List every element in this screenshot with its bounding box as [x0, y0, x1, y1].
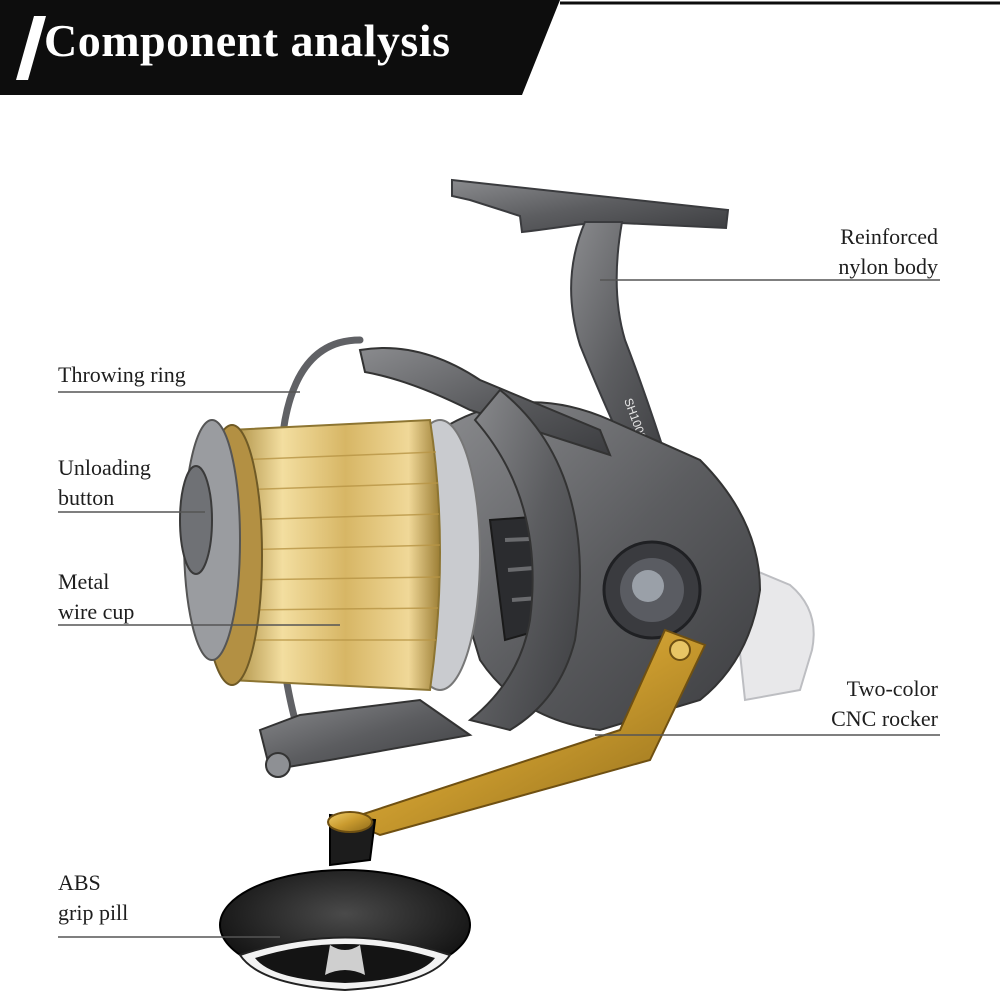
callout-line: ABS: [58, 870, 101, 895]
header-banner: Component analysis: [0, 0, 1000, 95]
page-title: Component analysis: [44, 15, 451, 66]
handle-arm: [342, 628, 707, 837]
callout-line: CNC rocker: [831, 706, 938, 731]
callout-cnc-rocker: Two-color CNC rocker: [831, 674, 938, 734]
rotor-arm: [467, 388, 581, 732]
callout-line: wire cup: [58, 599, 135, 624]
callout-line: nylon body: [838, 254, 938, 279]
callout-line: Two-color: [846, 676, 938, 701]
callout-line: Reinforced: [840, 224, 938, 249]
callout-line: Throwing ring: [58, 362, 186, 387]
callout-line: button: [58, 485, 115, 510]
banner-shape: [0, 0, 1000, 95]
callout-line: Metal: [58, 569, 110, 594]
callout-line: Unloading: [58, 455, 151, 480]
callout-reinforced-body: Reinforced nylon body: [838, 222, 938, 282]
grip-knob: [219, 869, 471, 992]
leader-lines: [58, 279, 940, 938]
callout-abs-grip: ABS grip pill: [58, 868, 128, 928]
gold-spool: [229, 418, 441, 692]
callout-throwing-ring: Throwing ring: [58, 360, 186, 390]
bail-arm-upper: [358, 347, 612, 457]
callout-line: grip pill: [58, 900, 129, 925]
unloading-button: [179, 465, 213, 575]
callout-metal-wire-cup: Metal wire cup: [58, 567, 134, 627]
callout-unloading-button: Unloading button: [58, 453, 151, 513]
spool-line-grooves: [235, 451, 441, 641]
